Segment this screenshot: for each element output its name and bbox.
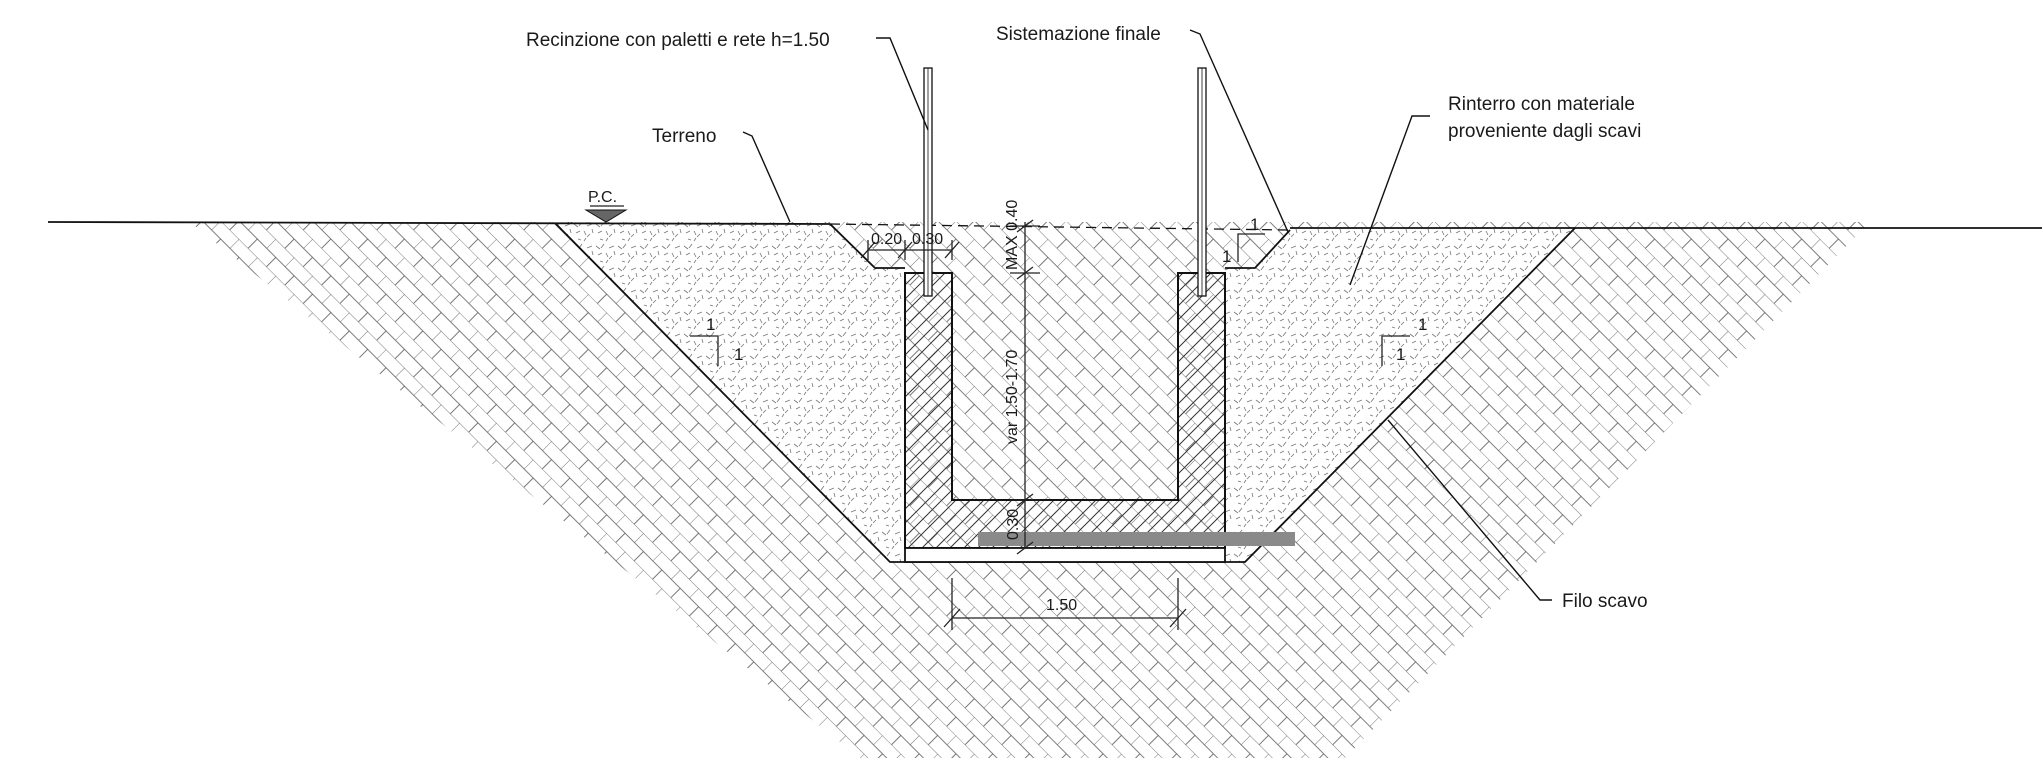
leader-filo-scavo xyxy=(1387,419,1552,601)
label-filo-scavo: Filo scavo xyxy=(1562,591,1648,612)
ground-line xyxy=(47,221,831,225)
slope-marker-top xyxy=(1237,233,1265,262)
leader-rinterro xyxy=(1349,115,1430,286)
label-terreno: Terreno xyxy=(652,126,716,147)
label-sistemazione: Sistemazione finale xyxy=(996,24,1161,45)
dim-text-030-bottom: 0.30 xyxy=(1005,509,1022,540)
dim-ticks-vertical xyxy=(1010,219,1040,555)
top-recess-right xyxy=(1225,229,1291,269)
label-rinterro-line2: proveniente dagli scavi xyxy=(1448,121,1641,142)
slope-left-v: 1 xyxy=(706,315,715,334)
dim-text-var: var 1.50-1.70 xyxy=(1004,350,1021,444)
grey-strip xyxy=(978,532,1295,546)
dim-text-max040: MAX 0.40 xyxy=(1004,200,1021,270)
dim-text-030-top: 0.30 xyxy=(912,231,943,248)
slope-marker-left xyxy=(690,335,719,366)
lean-concrete-base xyxy=(904,547,1226,563)
pc-marker-icon xyxy=(584,209,628,223)
fence-post-right xyxy=(1197,67,1207,297)
slope-right-h: 1 xyxy=(1396,345,1405,364)
slope-right-v: 1 xyxy=(1418,315,1427,334)
leader-terreno xyxy=(742,131,791,223)
slope-top-h: 1 xyxy=(1222,247,1231,266)
dim-text-150: 1.50 xyxy=(1046,597,1077,614)
slope-left-h: 1 xyxy=(734,345,743,364)
fence-post-left xyxy=(923,67,933,297)
label-pc: P.C. xyxy=(588,189,617,206)
top-dim-ticks xyxy=(860,240,960,260)
top-recess-left xyxy=(829,223,905,269)
final-level-line xyxy=(829,223,1291,231)
label-rinterro-line1: Rinterro con materiale xyxy=(1448,94,1635,115)
dim-text-020: 0.20 xyxy=(871,231,902,248)
ground-soil xyxy=(190,222,1870,758)
slope-marker-right xyxy=(1381,335,1410,366)
leader-sistemazione xyxy=(1189,29,1289,233)
leader-recinzione xyxy=(876,37,929,131)
backfill-pattern xyxy=(555,223,1575,562)
slope-top-v: 1 xyxy=(1250,215,1259,234)
bottom-dim-ticks xyxy=(943,578,1187,630)
label-recinzione: Recinzione con paletti e rete h=1.50 xyxy=(526,30,830,51)
